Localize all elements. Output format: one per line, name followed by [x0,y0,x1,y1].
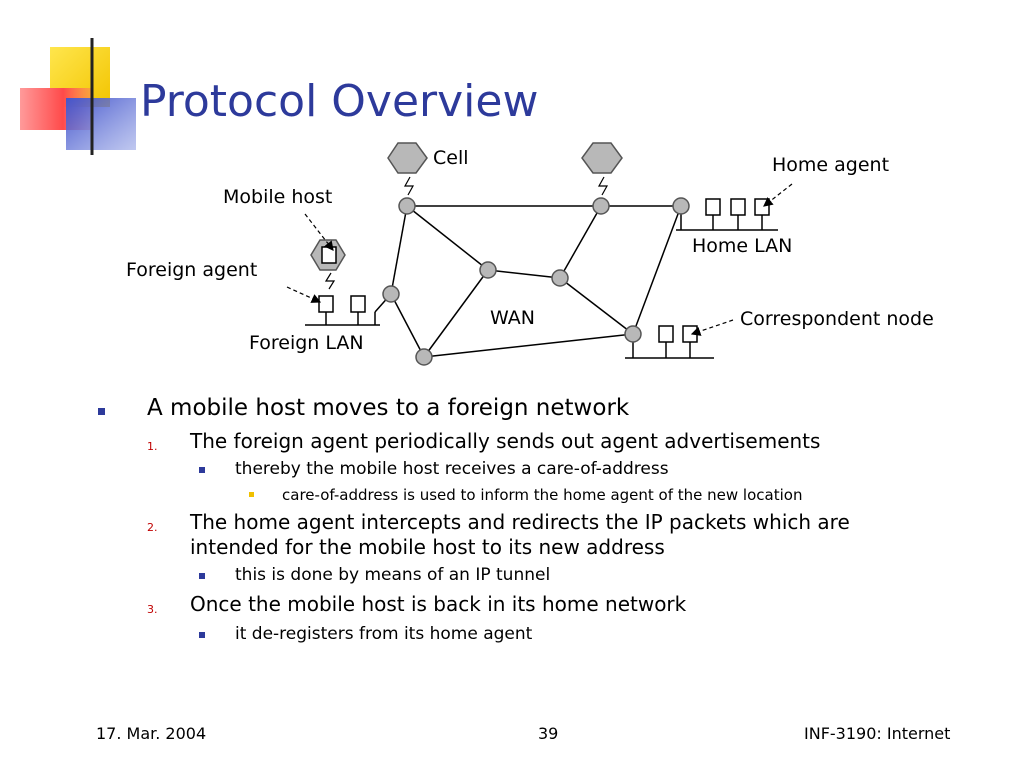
bullet-number: 1. [147,440,158,453]
cell-stations [387,142,623,196]
home-lan-host-box-2 [730,198,746,216]
footer-course: INF-3190: Internet [804,724,951,743]
router-node [672,197,690,215]
router-node [551,269,569,287]
bullet-level-4: care-of-address is used to inform the ho… [282,486,803,504]
home-agent-label: Home agent [772,154,889,176]
foreign-lan [305,295,380,326]
home-lan-host-box-1 [705,198,721,216]
bullet-level-2: The foreign agent periodically sends out… [190,429,821,453]
label-arrows [286,183,793,336]
router-node [382,285,400,303]
wireless-link-icon-1 [403,176,415,196]
wan-label: WAN [490,307,535,329]
home-lan [676,198,778,231]
router-node [592,197,610,215]
cell-hexagon-2 [581,142,623,174]
bullet-marker [249,492,254,497]
bullet-number: 2. [147,521,158,534]
wireless-link-icon-3 [324,272,336,290]
bullet-level-2: Once the mobile host is back in its home… [190,592,687,616]
correspondent-lan [625,325,714,359]
routers [382,197,690,366]
bullet-level-2: The home agent intercepts and redirects … [190,510,850,534]
home-lan-label: Home LAN [692,235,792,257]
bullet-marker [199,467,205,473]
foreign-agent-label: Foreign agent [126,259,257,281]
bullet-level-3: thereby the mobile host receives a care-… [235,459,669,479]
footer-date: 17. Mar. 2004 [96,724,207,743]
bullet-marker [199,573,205,579]
mobile-host-arrow [304,213,334,251]
bullet-marker [199,632,205,638]
correspondent-node-label: Correspondent node [740,308,934,330]
router-node [415,348,433,366]
router-node [479,261,497,279]
router-node [624,325,642,343]
blue-square [66,98,136,150]
bullet-marker [98,408,105,415]
network-diagram: Cell Mobile host Foreign agent Foreign L… [126,142,934,366]
router-node [398,197,416,215]
bullet-level-1: A mobile host moves to a foreign network [147,395,630,421]
correspondent-host-box [658,325,674,343]
foreign-lan-label: Foreign LAN [249,332,364,354]
footer-page-number: 39 [538,724,559,743]
cell-label: Cell [433,147,469,169]
bullet-level-2-continued: intended for the mobile host to its new … [190,535,665,559]
foreign-agent-arrow [286,286,322,303]
correspondent-node-arrow [690,319,734,336]
foreign-agent-box [318,295,334,313]
cell-hexagon-1 [387,142,428,174]
home-agent-arrow [763,183,793,207]
wireless-link-icon-2 [597,176,609,196]
bullet-level-3: it de-registers from its home agent [235,624,533,644]
bullet-number: 3. [147,603,158,616]
mobile-host-label: Mobile host [223,186,332,208]
wan-links [374,205,682,358]
bullet-level-3: this is done by means of an IP tunnel [235,565,551,585]
slide-title: Protocol Overview [140,76,539,127]
foreign-lan-host-box [350,295,366,313]
